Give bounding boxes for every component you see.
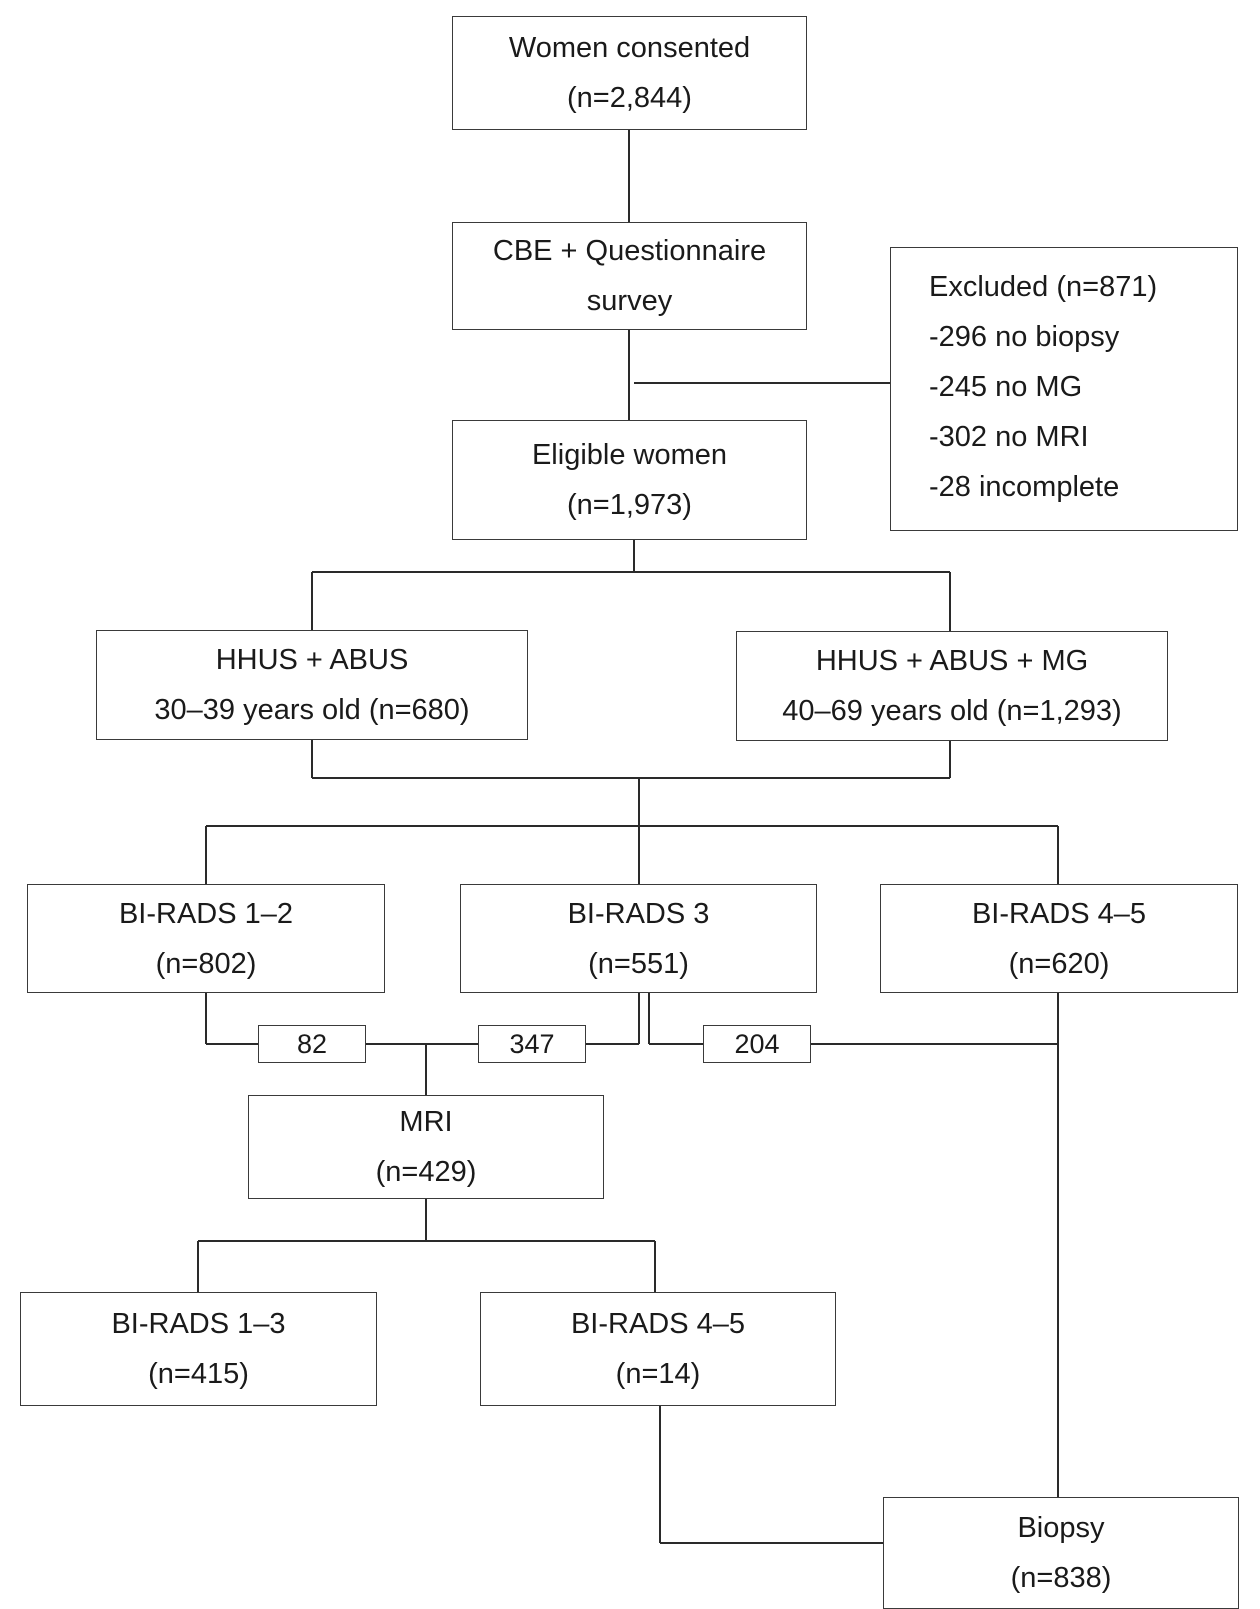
biopsy-box: Biopsy (n=838)	[883, 1497, 1239, 1609]
biopsy-title: Biopsy	[1017, 1512, 1105, 1544]
women-consented-title: Women consented	[508, 32, 751, 64]
birads-1-2-box: BI-RADS 1–2 (n=802)	[27, 884, 385, 993]
eligible-women-title: Eligible women	[531, 439, 728, 471]
excluded-no-mg: -245 no MG	[929, 371, 1083, 403]
mri-birads-1-3-count: (n=415)	[148, 1358, 249, 1390]
hhus-abus-young-title: HHUS + ABUS	[215, 644, 409, 676]
mri-birads-4-5-count: (n=14)	[615, 1358, 701, 1390]
mri-count: (n=429)	[375, 1156, 477, 1188]
excluded-no-mri: -302 no MRI	[929, 421, 1089, 453]
mri-title: MRI	[399, 1106, 453, 1138]
hhus-abus-mg-older-title: HHUS + ABUS + MG	[815, 645, 1089, 677]
mri-birads-1-3-title: BI-RADS 1–3	[111, 1308, 286, 1340]
hhus-abus-mg-older-detail: 40–69 years old (n=1,293)	[782, 695, 1122, 727]
edge-label-82: 82	[258, 1025, 366, 1063]
hhus-abus-young-box: HHUS + ABUS 30–39 years old (n=680)	[96, 630, 528, 740]
eligible-women-count: (n=1,973)	[567, 489, 692, 521]
birads-3-count: (n=551)	[588, 947, 689, 980]
edge-label-347: 347	[478, 1025, 586, 1063]
cbe-questionnaire-title: CBE + Questionnaire	[492, 235, 767, 267]
mri-birads-1-3-box: BI-RADS 1–3 (n=415)	[20, 1292, 377, 1406]
mri-box: MRI (n=429)	[248, 1095, 604, 1199]
birads-4-5-box: BI-RADS 4–5 (n=620)	[880, 884, 1238, 993]
birads-3-title: BI-RADS 3	[567, 897, 710, 930]
cbe-questionnaire-box: CBE + Questionnaire survey	[452, 222, 807, 330]
birads-4-5-title: BI-RADS 4–5	[971, 897, 1147, 930]
excluded-title: Excluded (n=871)	[929, 271, 1158, 303]
excluded-no-biopsy: -296 no biopsy	[929, 321, 1120, 353]
birads-4-5-count: (n=620)	[1008, 947, 1110, 980]
excluded-incomplete: -28 incomplete	[929, 471, 1120, 503]
excluded-box: Excluded (n=871) -296 no biopsy -245 no …	[890, 247, 1238, 531]
birads-1-2-count: (n=802)	[155, 947, 257, 980]
hhus-abus-mg-older-box: HHUS + ABUS + MG 40–69 years old (n=1,29…	[736, 631, 1168, 741]
edge-label-204: 204	[703, 1025, 811, 1063]
mri-birads-4-5-title: BI-RADS 4–5	[570, 1308, 746, 1340]
eligible-women-box: Eligible women (n=1,973)	[452, 420, 807, 540]
mri-birads-4-5-box: BI-RADS 4–5 (n=14)	[480, 1292, 836, 1406]
cbe-questionnaire-subtitle: survey	[586, 285, 673, 317]
birads-3-box: BI-RADS 3 (n=551)	[460, 884, 817, 993]
women-consented-count: (n=2,844)	[567, 82, 692, 114]
women-consented-box: Women consented (n=2,844)	[452, 16, 807, 130]
birads-1-2-title: BI-RADS 1–2	[118, 897, 294, 930]
biopsy-count: (n=838)	[1010, 1562, 1112, 1594]
hhus-abus-young-detail: 30–39 years old (n=680)	[154, 694, 470, 726]
